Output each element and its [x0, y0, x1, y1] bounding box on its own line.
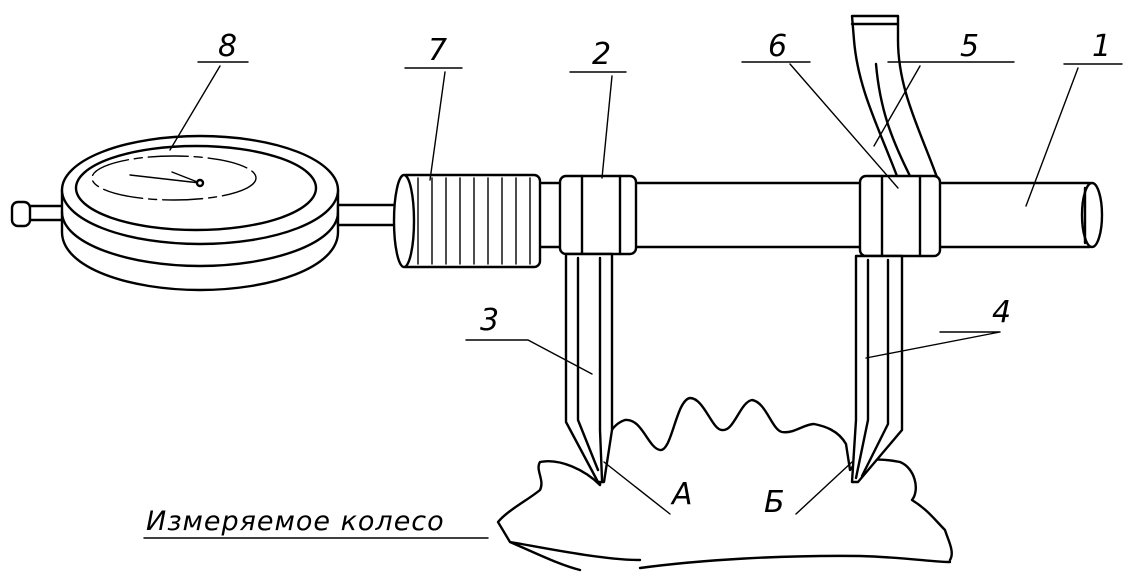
indicator-dial-face — [60, 134, 340, 246]
jaw-3 — [564, 252, 614, 484]
wheel-bottom-edge — [638, 554, 952, 570]
label-8: 8 — [218, 29, 237, 64]
leader-lines — [169, 61, 1123, 515]
indicator-stem-knob — [10, 200, 32, 228]
label-point-a: А — [670, 477, 693, 512]
label-4: 4 — [992, 295, 1011, 330]
label-1: 1 — [1092, 29, 1111, 64]
sleeve-6 — [858, 174, 942, 258]
label-2: 2 — [592, 37, 611, 72]
label-3: 3 — [480, 303, 499, 338]
measured-wheel — [496, 396, 953, 572]
label-5: 5 — [960, 29, 979, 64]
main-bar-end — [1080, 181, 1104, 249]
label-point-b: Б — [764, 485, 785, 520]
label-7: 7 — [428, 33, 447, 68]
dial-indicator — [10, 134, 340, 292]
knurled-nut — [392, 173, 542, 269]
sleeve-2 — [558, 174, 638, 256]
lever-5 — [850, 14, 940, 186]
caption-measured-wheel: Измеряемое колесо — [146, 506, 445, 537]
jaw-4 — [850, 254, 904, 484]
label-6: 6 — [768, 29, 787, 64]
